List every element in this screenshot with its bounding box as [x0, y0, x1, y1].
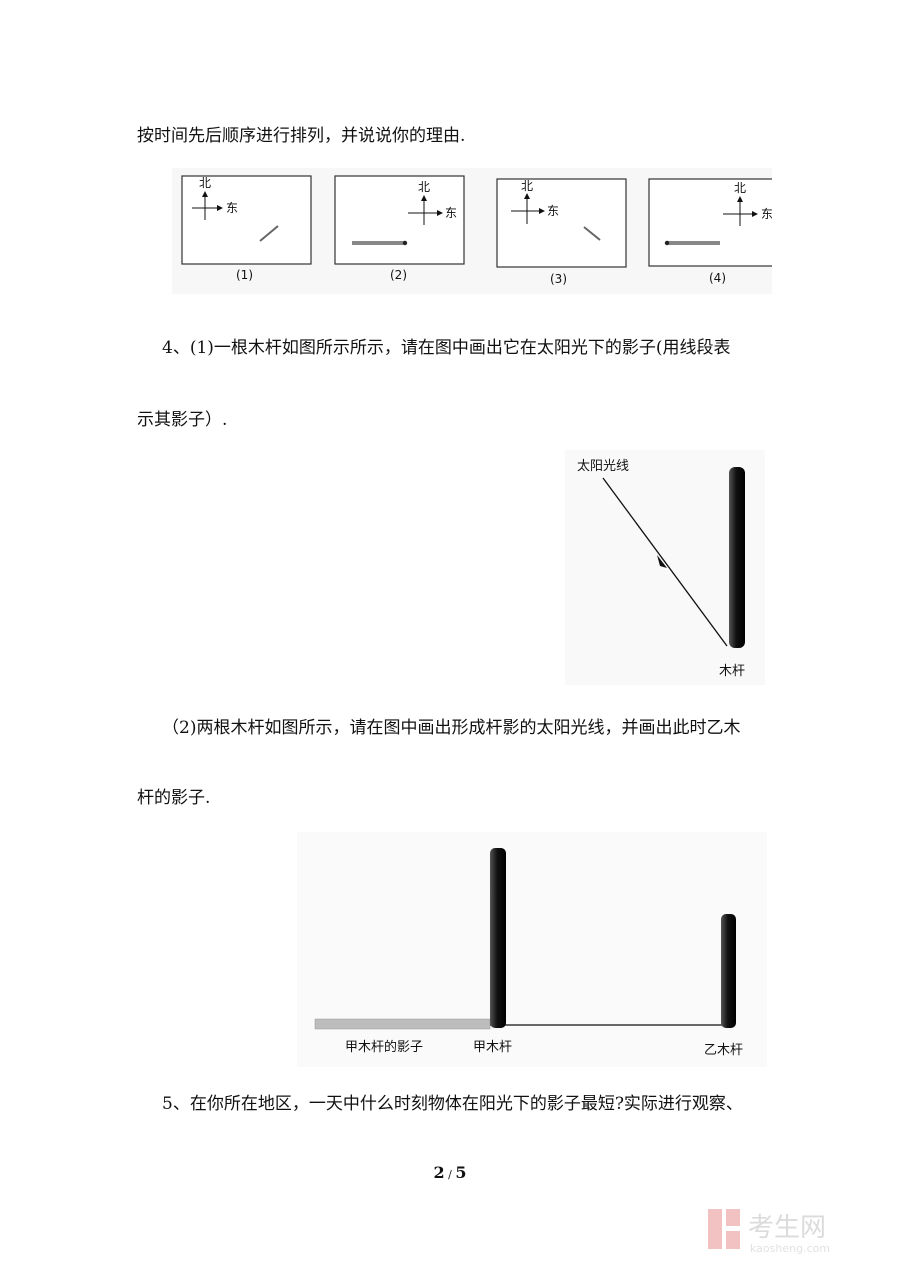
north-label: 北 [199, 176, 211, 190]
pole-a-label: 甲木杆 [473, 1040, 512, 1055]
sun-ray-label: 太阳光线 [577, 459, 629, 474]
panel-1: 北 东 (1) [181, 175, 312, 282]
shadow-1 [259, 225, 279, 242]
pole-b-label: 乙木杆 [704, 1043, 743, 1058]
pole-a [490, 848, 506, 1028]
caption-1: (1) [236, 268, 253, 282]
panel-3: 北 东 (3) [496, 178, 627, 286]
q4-part2-line2: 杆的影子. [137, 788, 211, 808]
watermark-logo: 考生网 kaosheng.com [706, 1205, 876, 1261]
caption-3: (3) [550, 272, 567, 286]
svg-text:东: 东 [761, 207, 772, 221]
pole-a-shadow-label: 甲木杆的影子 [345, 1039, 423, 1055]
svg-text:kaosheng.com: kaosheng.com [750, 1242, 830, 1255]
svg-text:北: 北 [521, 179, 533, 193]
pole [729, 467, 745, 648]
caption-2: (2) [390, 268, 407, 282]
svg-text:考生网: 考生网 [748, 1213, 826, 1243]
q4-part1-line1: 4、(1)一根木杆如图所示所示，请在图中画出它在太阳光下的影子(用线段表 [162, 338, 731, 358]
svg-text:北: 北 [418, 180, 430, 194]
q3-text-tail: 按时间先后顺序进行排列，并说说你的理由. [137, 126, 466, 146]
q5-line1: 5、在你所在地区，一天中什么时刻物体在阳光下的影子最短?实际进行观察、 [162, 1094, 743, 1114]
pole-label: 木杆 [719, 664, 745, 679]
caption-4: (4) [709, 271, 726, 285]
east-label: 东 [226, 201, 238, 215]
svg-text:东: 东 [445, 206, 457, 220]
shadow-3 [583, 226, 601, 241]
panel-4: 北 东 (4) [648, 178, 772, 285]
single-pole-figure: 太阳光线 木杆 [565, 450, 765, 685]
pole-b [721, 914, 736, 1028]
page-number: 2 / 5 [433, 1163, 467, 1182]
panel-2: 北 东 (2) [334, 175, 465, 282]
shadow-order-figure: 北 东 (1) 北 东 (2) 北 东 (3) 北 东 (4) [172, 168, 772, 294]
svg-text:北: 北 [734, 181, 746, 195]
sun-ray-arrow [657, 555, 667, 568]
pole-a-shadow [314, 1018, 491, 1030]
q4-part1-line2: 示其影子）. [137, 410, 228, 430]
sun-ray [602, 477, 728, 647]
two-poles-figure: 甲木杆的影子 甲木杆 乙木杆 [297, 832, 767, 1067]
svg-text:东: 东 [547, 204, 559, 218]
q4-part2-line1: （2)两根木杆如图所示，请在图中画出形成杆影的太阳光线，并画出此时乙木 [162, 718, 741, 738]
